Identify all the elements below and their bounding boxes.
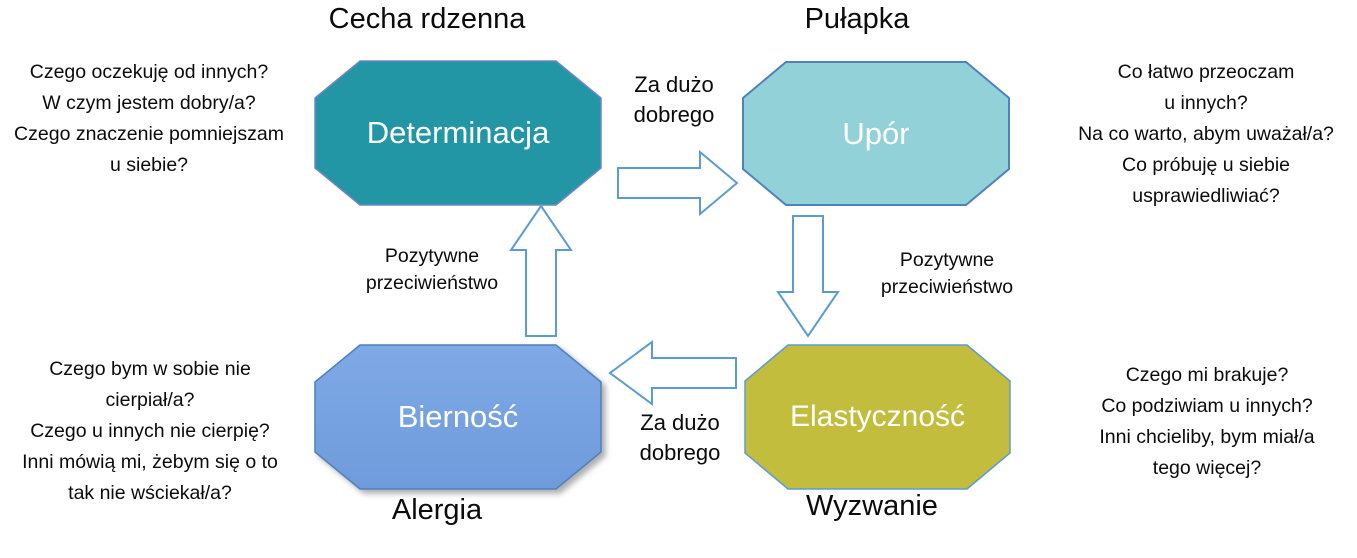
title-alergia: Alergia [391, 494, 483, 526]
octagon-determinacja-shape [314, 60, 602, 206]
octagon-elastycznosc: Elastyczność [744, 344, 1011, 490]
title-cecha-rdzenna: Cecha rdzenna [328, 3, 526, 35]
octagon-determinacja-label: Determinacja [366, 115, 550, 150]
arrow-label-za-duzo-top: Za dużo dobrego [633, 72, 715, 127]
questions-challenge: Czego mi brakuje? Co podziwiam u innych?… [1099, 364, 1315, 479]
arrow-label-pozytywne-left: Pozytywne przeciwieństwo [365, 245, 499, 294]
octagon-upor-label: Upór [842, 115, 910, 151]
octagon-biernosc-polygon [314, 344, 602, 490]
arrow-label-za-duzo-bottom: Za dużo dobrego [639, 410, 721, 465]
arrow-left-polygon [608, 340, 737, 406]
title-wyzwanie: Wyzwanie [806, 490, 938, 522]
arrow-down-polygon [776, 215, 840, 338]
octagon-determinacja: Determinacja [314, 60, 602, 206]
arrow-right-polygon [617, 149, 739, 217]
octagon-elastycznosc-polygon [744, 344, 1011, 490]
arrow-left-icon [607, 340, 737, 406]
arrow-label-pozytywne-right: Pozytywne przeciwieństwo [880, 249, 1014, 298]
octagon-elastycznosc-shape [744, 344, 1011, 490]
questions-pitfall: Co łatwo przeoczam u innych? Na co warto… [1078, 61, 1334, 207]
octagon-upor: Upór [742, 61, 1010, 206]
octagon-determinacja-polygon [314, 60, 602, 206]
octagon-biernosc-label: Bierność [397, 399, 519, 434]
arrow-up-icon [509, 204, 573, 337]
arrow-down-icon [776, 215, 840, 338]
questions-allergy: Czego bym w sobie nie cierpiał/a? Czego … [22, 358, 278, 504]
octagon-upor-shape [742, 61, 1010, 206]
octagon-upor-polygon [742, 61, 1010, 206]
arrow-up-polygon [509, 204, 573, 337]
title-pulapka: Pułapka [804, 3, 910, 35]
questions-core: Czego oczekuję od innych? W czym jestem … [14, 61, 284, 176]
octagon-biernosc: Bierność [314, 344, 602, 490]
octagon-elastycznosc-label: Elastyczność [789, 400, 966, 433]
arrow-right-icon [617, 149, 739, 217]
octagon-biernosc-shape [314, 344, 602, 490]
